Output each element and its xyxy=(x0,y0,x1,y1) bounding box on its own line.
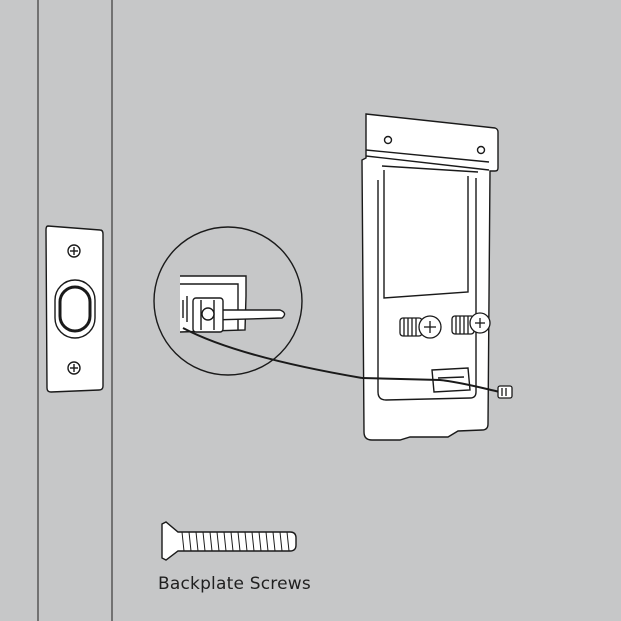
latch-detail-zoom xyxy=(153,226,303,376)
mounting-screw-left-icon xyxy=(399,315,442,339)
mounting-screw-right-icon xyxy=(451,312,491,335)
backplate-mounting-screws xyxy=(399,312,491,339)
backplate-screw-icon xyxy=(161,521,297,561)
strike-screw-top-icon xyxy=(67,244,81,258)
cable-connector-icon xyxy=(497,385,513,399)
door-edge xyxy=(37,0,113,621)
backplate xyxy=(361,113,499,441)
strike-screw-bottom-icon xyxy=(67,361,81,375)
cable-through-backplate xyxy=(361,377,501,393)
strike-plate xyxy=(45,225,104,393)
backplate-screws-caption: Backplate Screws xyxy=(158,574,311,594)
cable xyxy=(182,327,363,379)
